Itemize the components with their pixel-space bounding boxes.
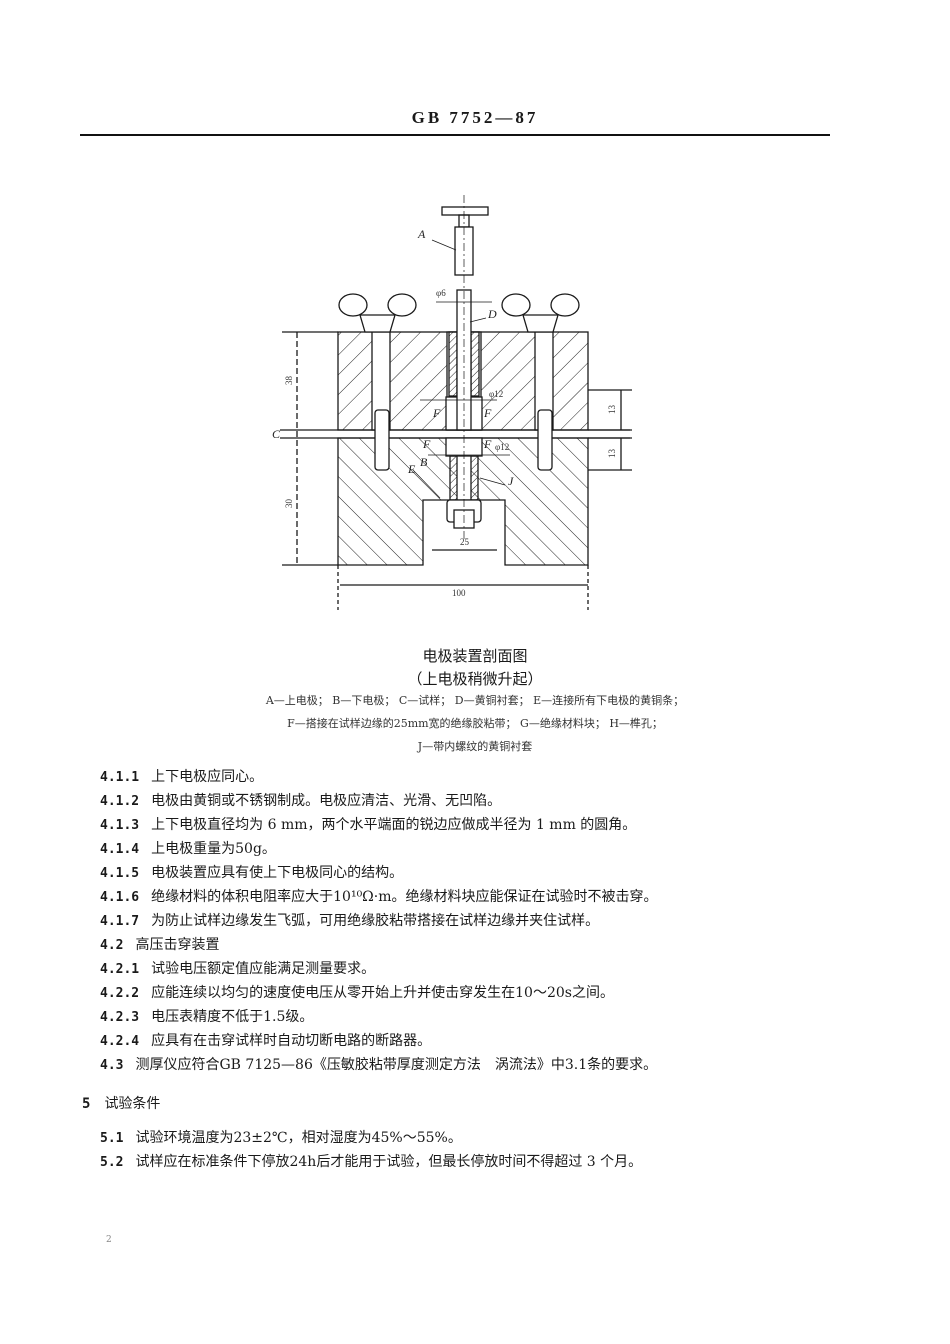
svg-text:A: A (417, 227, 426, 241)
electrode-section-diagram: A D C F F F F B E J φ6 φ12 φ12 25 100 38… (272, 195, 632, 610)
svg-text:F: F (483, 406, 492, 420)
svg-text:25: 25 (460, 537, 470, 547)
svg-text:φ6: φ6 (436, 288, 446, 298)
svg-text:B: B (420, 455, 428, 469)
figure-legend-line: F—搭接在试样边缘的25mm宽的绝缘胶粘带； G—绝缘材料块； H—榫孔； (287, 717, 663, 730)
svg-text:F: F (422, 437, 431, 451)
figure-subtitle: （上电极稍微升起） (407, 670, 543, 688)
svg-text:100: 100 (452, 588, 466, 598)
svg-text:F: F (483, 437, 492, 451)
svg-text:φ12: φ12 (489, 389, 503, 399)
svg-text:13: 13 (607, 449, 617, 459)
svg-text:E: E (407, 462, 416, 476)
svg-text:J: J (508, 474, 514, 488)
svg-text:C: C (272, 427, 281, 441)
svg-text:D: D (487, 307, 497, 321)
figure-legend-line: A—上电极； B—下电极； C—试样； D—黄铜衬套； E—连接所有下电极的黄铜… (265, 694, 685, 707)
figure-legend-line: J—带内螺纹的黄铜衬套 (417, 740, 533, 753)
svg-text:F: F (432, 406, 441, 420)
document-header: GB 7752—87 (411, 108, 539, 127)
svg-text:φ12: φ12 (495, 442, 509, 452)
svg-text:30: 30 (284, 499, 294, 509)
header-rule (80, 134, 830, 136)
figure-title: 电极装置剖面图 (422, 647, 528, 665)
page-number: 2 (106, 1235, 112, 1245)
svg-text:38: 38 (284, 376, 294, 386)
svg-text:13: 13 (607, 405, 617, 415)
